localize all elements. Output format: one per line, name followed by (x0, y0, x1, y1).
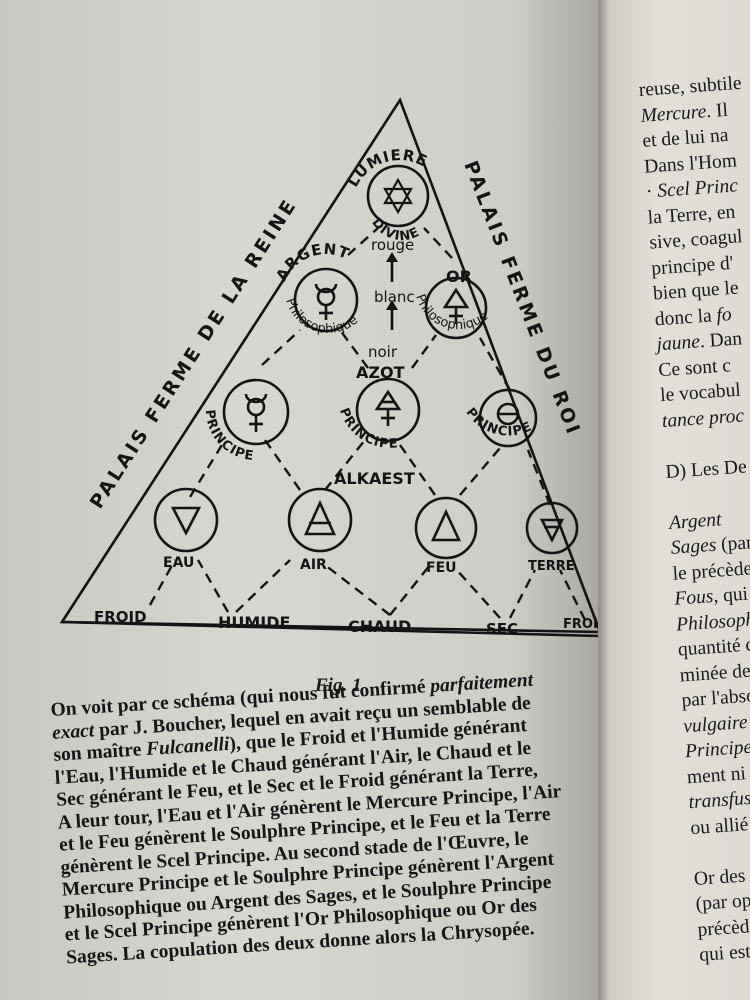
text-run: par l'abso (680, 685, 750, 712)
text-run: Sages (670, 534, 718, 559)
principe-label-1: PRINCIPE (202, 409, 256, 464)
air-triangle-icon (303, 499, 337, 536)
text-run: quantité d (677, 634, 750, 661)
text-run: (par (715, 532, 750, 556)
earth-circle (525, 501, 579, 555)
scel-principe-circle (478, 388, 538, 448)
alchemical-triangle-diagram: PALAIS FERME DE LA REINE PALAIS FERME DU… (59, 97, 600, 638)
soulphre-principe-circle (355, 377, 421, 443)
text-run: Principe (684, 736, 750, 763)
element-label-air: AIR (300, 557, 327, 573)
blanc-label: blanc (374, 288, 415, 306)
water-circle (153, 487, 219, 553)
left-book-page: PALAIS FERME DE LA REINE PALAIS FERME DU… (0, 0, 600, 1000)
text-run: principe d' (650, 252, 734, 280)
text-run: jaune (655, 331, 701, 356)
right-edge-label: PALAIS FERME DU ROI (459, 158, 585, 439)
triangle-outline (59, 97, 600, 634)
text-run: exact (51, 719, 95, 744)
text-run: fo (715, 303, 733, 326)
text-run: . Dan (699, 328, 743, 353)
text-run: le vocabul (659, 379, 742, 407)
star-of-david-icon (383, 177, 413, 215)
dashed-connectors (148, 227, 587, 621)
quality-label-froid-2: FROID (563, 617, 600, 632)
text-run: bien que le (652, 277, 740, 305)
lumiere-divine-circle (366, 164, 430, 228)
noir-label: noir (368, 343, 398, 361)
salt-symbol-icon (496, 402, 520, 426)
sulphur-symbol-icon (442, 287, 470, 324)
mercure-principe-circle (222, 378, 290, 446)
text-run: Argent (668, 508, 723, 534)
rouge-label: rouge (371, 236, 414, 254)
text-run: reuse, subtile (638, 72, 743, 101)
water-triangle-icon (170, 506, 202, 536)
triangle-base (61, 620, 600, 638)
text-run: Fous (673, 586, 715, 610)
figure-caption: Fig. 1 (315, 675, 362, 696)
air-circle (287, 487, 353, 553)
text-run: tance proc (661, 404, 745, 432)
argent-circle (293, 267, 359, 333)
text-run: et de lui na (641, 124, 730, 152)
element-label-terre: TERRE (528, 559, 575, 574)
argent-label: ARGENT (272, 240, 352, 284)
text-run: qui est le (698, 940, 750, 966)
text-run: précède a (696, 914, 750, 941)
text-run: Philosophi (675, 608, 750, 636)
text-run: . Il (705, 99, 729, 122)
text-run: la Terre, en (647, 201, 736, 229)
text-run: Dans l'Hom (643, 149, 738, 178)
text-run: , qui (712, 583, 749, 607)
or-label: OR (446, 267, 472, 286)
earth-triangle-icon (539, 518, 565, 543)
text-run: le précède (671, 557, 750, 585)
text-run: Ce sont c (657, 354, 732, 381)
element-label-eau: EAU (163, 555, 194, 571)
body-paragraph: On voit par ce schéma (qui nous fut conf… (50, 665, 600, 970)
text-run: ment ni e (686, 762, 750, 788)
text-run: ou allié à (689, 813, 750, 839)
text-run: Or des (693, 864, 747, 890)
azot-label: AZOT (356, 363, 405, 382)
vertical-arrows (386, 252, 398, 330)
quality-label-humide: HUMIDE (218, 613, 290, 632)
text-run: D) Les De (664, 455, 748, 483)
text-run: minée de (679, 660, 750, 687)
text-run: sive, coagul (648, 226, 744, 254)
text-run: donc la (654, 304, 718, 330)
text-run: transfusio (687, 786, 750, 814)
text-run: vulgaire (682, 711, 749, 737)
quality-label-sec: SEC (486, 620, 518, 638)
text-run: Scel Princ (656, 175, 739, 202)
element-label-feu: FEU (426, 560, 457, 576)
text-run: (par oppo (695, 888, 750, 915)
sulphur-symbol-icon (374, 389, 402, 426)
alkaest-label: ALKAEST (334, 469, 415, 488)
text-run: Mercure (639, 100, 707, 127)
fire-triangle-icon (430, 508, 462, 542)
principe-label-2: PRINCIPE (336, 406, 399, 452)
quality-label-chaud: CHAUD (348, 617, 411, 636)
quality-label-froid-1: FROID (94, 608, 147, 626)
fire-circle (414, 496, 478, 560)
mercury-symbol-icon (314, 283, 338, 320)
left-edge-label: PALAIS FERME DE LA REINE (86, 194, 302, 512)
mercury-symbol-icon (244, 393, 268, 432)
or-circle (424, 276, 488, 340)
